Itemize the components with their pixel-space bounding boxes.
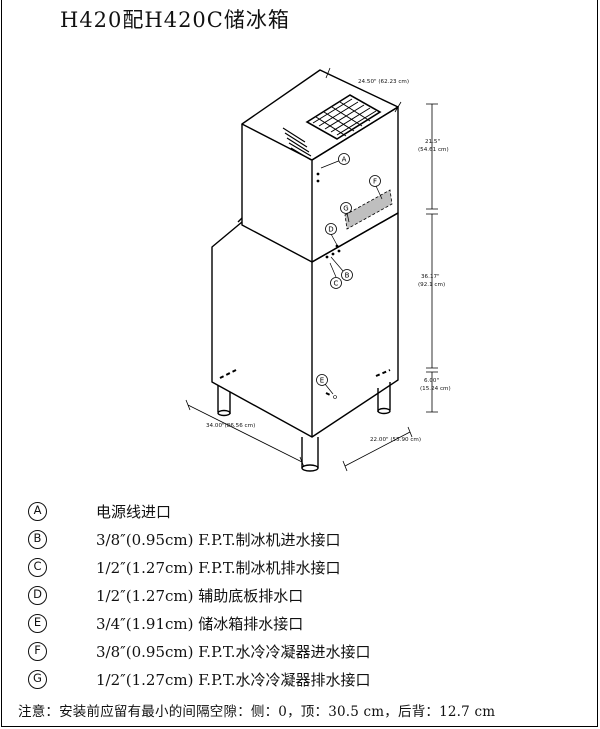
- legend-item-d: D 1/2″(1.27cm) 辅助底板排水口: [28, 584, 303, 606]
- svg-text:G: G: [343, 205, 348, 213]
- legend-letter-g: G: [28, 669, 47, 689]
- dim-bin-height-in: 36.17": [421, 274, 440, 280]
- legend-text-c: 1/2″(1.27cm) F.P.T.制冰机排水接口: [96, 558, 341, 577]
- legend-text-d: 1/2″(1.27cm) 辅助底板排水口: [96, 586, 304, 605]
- legend-text-a: 电源线进口: [96, 502, 172, 521]
- legend-text-b: 3/8″(0.95cm) F.P.T.制冰机进水接口: [96, 530, 341, 549]
- svg-text:A: A: [342, 156, 347, 164]
- legend-letter-b: B: [28, 529, 47, 549]
- leg-left: [217, 385, 231, 414]
- head-left-face: [241, 124, 313, 263]
- callout-g: G: [340, 202, 352, 223]
- ice-machine-drawing: 24.50" (62.23 cm) 21.5" (54.61 cm) 36.17…: [185, 67, 451, 472]
- legend-item-g: G 1/2″(1.27cm) F.P.T.水冷冷凝器排水接口: [28, 668, 370, 690]
- legend-text-g: 1/2″(1.27cm) F.P.T.水冷冷凝器排水接口: [96, 670, 371, 689]
- legend-item-c: C 1/2″(1.27cm) F.P.T.制冰机排水接口: [28, 556, 340, 578]
- dim-bin-height-cm: (92.1 cm): [418, 282, 445, 288]
- dim-leg-height-cm: (15.24 cm): [420, 386, 451, 392]
- svg-text:B: B: [345, 272, 350, 280]
- page-title: H420配H420C储冰箱: [60, 8, 290, 32]
- legend-letter-a: A: [28, 501, 47, 521]
- leg-right: [377, 382, 391, 412]
- legend-letter-d: D: [28, 585, 47, 605]
- callout-d: D: [325, 223, 339, 248]
- svg-text:D: D: [328, 226, 333, 234]
- dim-top-depth: 24.50" (62.23 cm): [358, 79, 409, 85]
- legend-letter-f: F: [28, 641, 47, 661]
- svg-text:E: E: [320, 377, 324, 385]
- dim-leg-height-in: 6.00": [424, 378, 439, 384]
- bin-left-face: [211, 221, 313, 438]
- top-vent-grille: [305, 94, 382, 140]
- dim-head-height-cm: (54.61 cm): [418, 147, 449, 153]
- svg-text:C: C: [334, 280, 339, 288]
- dim-depth: 22.00" (55.90 cm): [370, 437, 421, 443]
- leg-front: [301, 437, 319, 468]
- callout-c: C: [329, 262, 342, 289]
- callout-f: F: [369, 175, 383, 200]
- legend-text-e: 3/4″(1.91cm) 储冰箱排水接口: [96, 614, 304, 633]
- water-connection-panel: [344, 189, 393, 230]
- legend-item-b: B 3/8″(0.95cm) F.P.T.制冰机进水接口: [28, 528, 340, 550]
- head-louvers: [282, 127, 312, 161]
- legend-text-f: 3/8″(0.95cm) F.P.T.水冷冷凝器进水接口: [96, 642, 371, 661]
- bin-right-face: [311, 212, 399, 438]
- head-right-face: [311, 106, 399, 263]
- dim-width: 34.00"(86.56 cm): [206, 423, 255, 429]
- legend-letter-c: C: [28, 557, 47, 577]
- legend-item-e: E 3/4″(1.91cm) 储冰箱排水接口: [28, 612, 303, 634]
- legend-item-a: A 电源线进口: [28, 500, 171, 522]
- callout-e: E: [316, 374, 337, 399]
- callout-b: B: [325, 249, 353, 281]
- callout-a: A: [316, 153, 350, 183]
- legend-item-f: F 3/8″(0.95cm) F.P.T.水冷冷凝器进水接口: [28, 640, 370, 662]
- clearance-note: 注意：安装前应留有最小的间隔空隙：侧：0，顶：30.5 cm，后背：12.7 c…: [18, 704, 496, 720]
- svg-text:F: F: [373, 178, 377, 186]
- legend-letter-e: E: [28, 613, 47, 633]
- dim-head-height-in: 21.5": [425, 139, 440, 145]
